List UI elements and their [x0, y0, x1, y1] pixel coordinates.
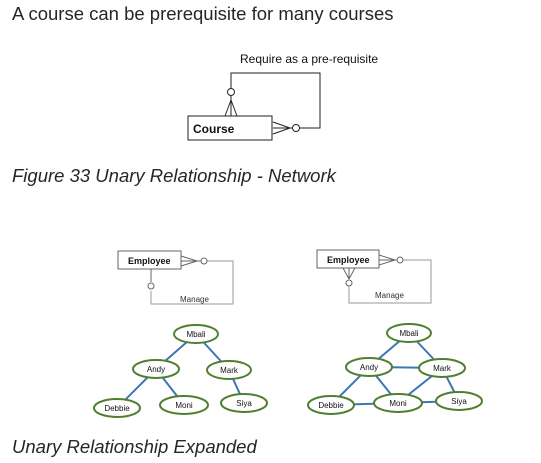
node-label: Mark	[220, 366, 239, 375]
node-label: Mark	[433, 364, 452, 373]
optional-circle	[345, 279, 353, 287]
optional-circle	[396, 256, 404, 264]
node-label: Andy	[147, 365, 165, 374]
node-siya: Siya	[220, 393, 268, 413]
crows-foot-line	[378, 254, 396, 261]
node-label: Andy	[360, 363, 378, 372]
manage-relationship-label: Manage	[180, 295, 209, 304]
figure-caption-expanded: Unary Relationship Expanded	[12, 436, 257, 457]
course-network-diagram: Require as a pre-requisite Course	[187, 52, 378, 141]
node-label: Siya	[236, 399, 252, 408]
crows-foot-line	[230, 99, 238, 117]
node-andy: Andy	[132, 359, 180, 379]
crows-foot-line	[180, 260, 198, 267]
node-mark: Mark	[418, 358, 466, 378]
employee-entity-label: Employee	[128, 256, 171, 266]
manage-relationship-line	[150, 260, 234, 305]
node-mbali: Mbali	[386, 323, 432, 343]
crows-foot-line	[272, 127, 291, 135]
course-entity-box	[187, 115, 273, 141]
node-label: Mbali	[186, 330, 205, 339]
node-debbie: Debbie	[93, 398, 141, 418]
manage-relationship-label: Manage	[375, 291, 404, 300]
employee-entity-box	[316, 249, 380, 269]
node-label: Debbie	[318, 401, 344, 410]
employee-entity-label: Employee	[327, 255, 370, 265]
optional-circle	[147, 282, 155, 290]
node-debbie: Debbie	[307, 395, 355, 415]
optional-circle	[227, 88, 235, 96]
node-label: Moni	[389, 399, 407, 408]
crows-foot-line	[378, 259, 396, 266]
node-moni: Moni	[373, 393, 423, 413]
self-relationship-line	[230, 72, 321, 129]
page-heading: A course can be prerequisite for many co…	[12, 3, 394, 24]
prerequisite-relationship-label: Require as a pre-requisite	[240, 52, 378, 66]
node-label: Siya	[451, 397, 467, 406]
crows-foot-line	[272, 121, 291, 129]
optional-circle	[292, 124, 300, 132]
node-moni: Moni	[159, 395, 209, 415]
node-label: Debbie	[104, 404, 130, 413]
crows-foot-line	[180, 255, 198, 262]
node-label: Mbali	[399, 329, 418, 338]
optional-circle	[200, 257, 208, 265]
employee-diagram-right: Employee Manage Mbali Andy Mark	[307, 249, 483, 415]
node-andy: Andy	[345, 357, 393, 377]
crows-foot-line	[342, 267, 350, 280]
manage-relationship-line	[348, 259, 432, 304]
crows-foot-line	[224, 99, 232, 117]
node-siya: Siya	[435, 391, 483, 411]
employee-entity-box	[117, 250, 182, 270]
node-mbali: Mbali	[173, 324, 219, 344]
course-entity-label: Course	[193, 122, 235, 136]
crows-foot-line	[348, 267, 356, 280]
figure-caption-network: Figure 33 Unary Relationship - Network	[12, 165, 336, 186]
employee-diagram-left: Employee Manage Mbali Andy Mark Debbie	[93, 250, 268, 418]
node-mark: Mark	[206, 360, 252, 380]
node-label: Moni	[175, 401, 193, 410]
